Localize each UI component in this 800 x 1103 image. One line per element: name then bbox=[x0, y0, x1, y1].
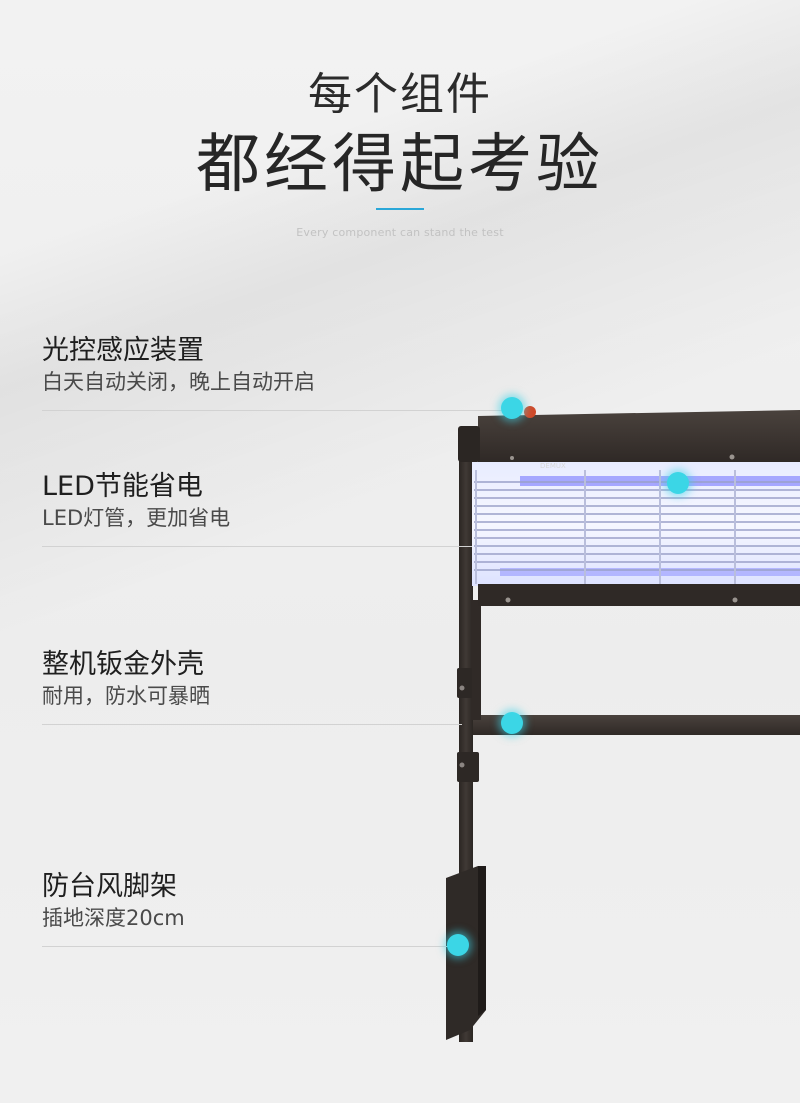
feature-desc: LED灯管，更加省电 bbox=[42, 506, 231, 530]
bracket-lower bbox=[457, 752, 479, 782]
feature-sheet-metal: 整机钣金外壳 耐用，防水可暴晒 bbox=[42, 648, 210, 710]
feature-stand: 防台风脚架 插地深度20cm bbox=[42, 870, 185, 932]
hotspot-sheet-metal[interactable] bbox=[501, 712, 523, 734]
hotspot-stand[interactable] bbox=[447, 934, 469, 956]
subtitle: Every component can stand the test bbox=[296, 226, 504, 239]
housing-top bbox=[478, 410, 800, 462]
feature-light-sensor: 光控感应装置 白天自动关闭，晚上自动开启 bbox=[42, 334, 315, 396]
feature-divider bbox=[42, 724, 462, 725]
feature-led: LED节能省电 LED灯管，更加省电 bbox=[42, 470, 230, 532]
feature-title: 整机钣金外壳 bbox=[42, 649, 204, 680]
feature-title: LED节能省电 bbox=[42, 471, 203, 502]
title-line-1: 每个组件 bbox=[308, 69, 492, 120]
brand-logo: DEMUX bbox=[540, 462, 566, 470]
feature-desc: 白天自动关闭，晚上自动开启 bbox=[42, 370, 315, 394]
hotspot-led[interactable] bbox=[667, 472, 689, 494]
feature-title: 防台风脚架 bbox=[42, 871, 177, 902]
light-sensor bbox=[524, 406, 536, 418]
feature-desc: 耐用，防水可暴晒 bbox=[42, 684, 210, 708]
feature-divider bbox=[42, 546, 472, 547]
stand-crossbar bbox=[473, 715, 800, 735]
feature-divider bbox=[42, 946, 452, 947]
feature-divider bbox=[42, 410, 502, 411]
hotspot-light-sensor[interactable] bbox=[501, 397, 523, 419]
title-line-2: 都经得起考验 bbox=[196, 128, 604, 202]
housing-bottom bbox=[478, 584, 800, 606]
grid-wires bbox=[474, 481, 800, 571]
title-divider bbox=[376, 208, 424, 210]
feature-desc: 插地深度20cm bbox=[42, 906, 185, 930]
ground-stake bbox=[446, 866, 486, 1040]
hanger-clip bbox=[458, 426, 480, 462]
feature-title: 光控感应装置 bbox=[42, 335, 204, 366]
